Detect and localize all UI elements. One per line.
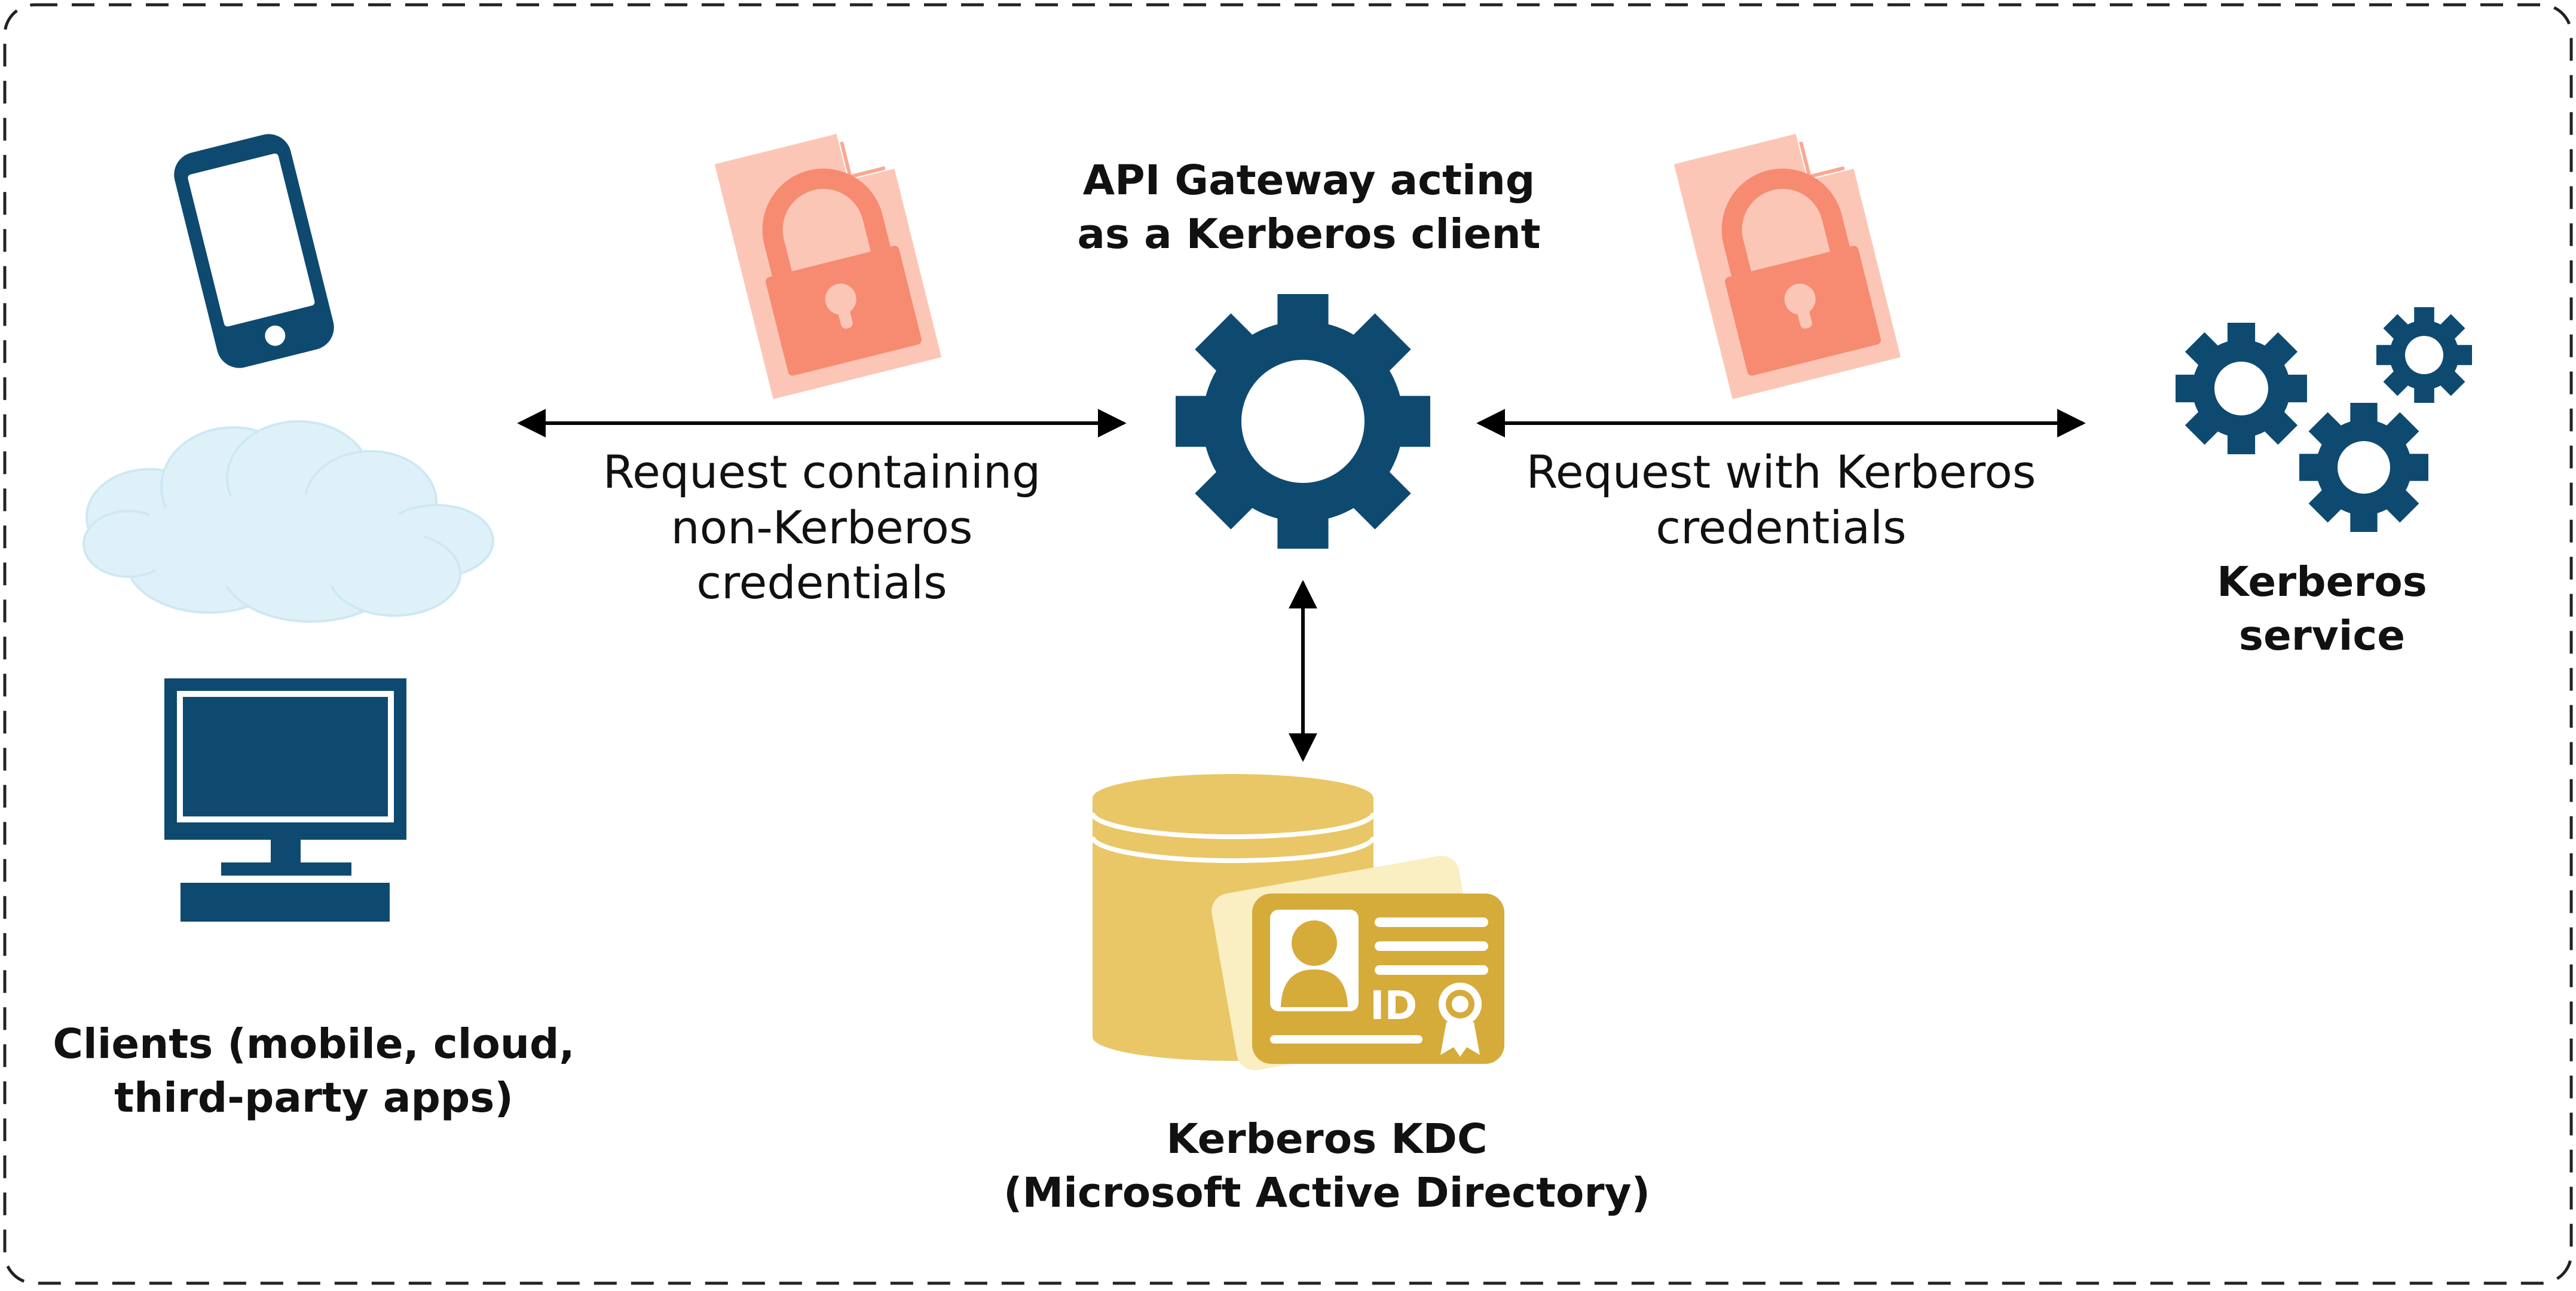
clients-label-line-2: third-party apps): [114, 1073, 513, 1122]
service-label-line-2: service: [2238, 611, 2406, 660]
service-gear-large-tooth: [2284, 374, 2307, 403]
service-gear-small-hole: [2405, 336, 2443, 374]
gears-cluster-icon: [2176, 307, 2472, 532]
service-gear-bottom-tooth: [2299, 454, 2322, 481]
service-gear-bottom-tooth: [2308, 412, 2344, 448]
service-gear-small-tooth: [2414, 307, 2434, 326]
service-gear-small-tooth: [2437, 314, 2465, 342]
service-gear-large-tooth: [2185, 332, 2221, 368]
gateway-gear-tooth: [1195, 470, 1255, 530]
service-gear-large-tooth: [2262, 332, 2298, 368]
service-gear-large-tooth: [2227, 323, 2256, 345]
gateway-gear-tooth: [1397, 396, 1430, 447]
request-left-line-2: non-Kerberos: [671, 500, 973, 554]
gateway-gear-tooth: [1351, 470, 1411, 530]
service-gear-large-tooth: [2185, 409, 2221, 445]
service-gear-large-tooth: [2262, 409, 2298, 445]
service-gear-bottom-tooth: [2350, 403, 2378, 426]
service-label-line-1: Kerberos: [2217, 558, 2427, 606]
service-gear-small-tooth: [2437, 368, 2465, 396]
smartphone-icon: [174, 134, 334, 368]
service-gear-small: [2376, 307, 2472, 403]
kdc-label-line-2: (Microsoft Active Directory): [1004, 1168, 1650, 1217]
locked-document-icon: [714, 134, 942, 399]
kdc-label: Kerberos KDC (Microsoft Active Directory…: [968, 1113, 1685, 1220]
service-gear-small-tooth: [2383, 368, 2411, 396]
gateway-gear-hole: [1241, 360, 1365, 483]
service-gear-small-tooth: [2383, 314, 2411, 342]
request-left-line-1: Request containing: [602, 445, 1041, 498]
gear-icon: [1176, 294, 1430, 549]
gateway-title-line-2: as a Kerberos client: [1077, 210, 1541, 258]
gateway-gear-tooth: [1176, 396, 1209, 447]
id-card-icon: ID: [1211, 855, 1504, 1070]
service-gear-bottom-tooth: [2350, 509, 2378, 532]
request-left-label: Request containing non-Kerberos credenti…: [553, 445, 1091, 611]
locked-document-icon-right: [1674, 134, 1901, 399]
service-gear-large-tooth: [2176, 374, 2198, 403]
clients-label: Clients (mobile, cloud, third-party apps…: [30, 1018, 598, 1125]
service-gear-small-tooth: [2453, 345, 2472, 365]
service-gear-bottom: [2299, 403, 2428, 532]
clients-label-line-1: Clients (mobile, cloud,: [53, 1020, 575, 1068]
request-left-line-3: credentials: [696, 556, 947, 610]
kdc-label-line-1: Kerberos KDC: [1166, 1115, 1488, 1163]
service-gear-bottom-hole: [2338, 441, 2390, 494]
request-right-line-1: Request with Kerberos: [1526, 445, 2036, 498]
service-gear-small-tooth: [2414, 384, 2434, 403]
gateway-gear-tooth: [1351, 313, 1411, 373]
service-gear-small-tooth: [2376, 345, 2396, 365]
desktop-monitor-icon: [164, 678, 406, 922]
request-right-label: Request with Kerberos credentials: [1512, 445, 2050, 555]
service-gear-bottom-tooth: [2384, 487, 2419, 523]
diagram-frame: [3, 3, 2573, 1285]
gateway-title-line-1: API Gateway acting: [1082, 157, 1535, 204]
service-gear-bottom-tooth: [2406, 454, 2428, 481]
service-gear-bottom-tooth: [2308, 487, 2344, 523]
service-gear-large: [2176, 323, 2307, 454]
gateway-gear-tooth: [1195, 313, 1255, 373]
gateway-gear-tooth: [1277, 294, 1329, 327]
gateway-gear: [1176, 294, 1430, 549]
service-label: Kerberos service: [2083, 556, 2561, 663]
service-gear-large-hole: [2214, 362, 2268, 415]
service-gear-bottom-tooth: [2384, 412, 2419, 448]
gateway-gear-tooth: [1277, 516, 1329, 549]
gateway-title: API Gateway acting as a Kerberos client: [1010, 154, 1608, 261]
service-gear-large-tooth: [2227, 432, 2256, 454]
request-right-line-2: credentials: [1656, 500, 1907, 554]
id-badge-text: ID: [1370, 983, 1417, 1029]
